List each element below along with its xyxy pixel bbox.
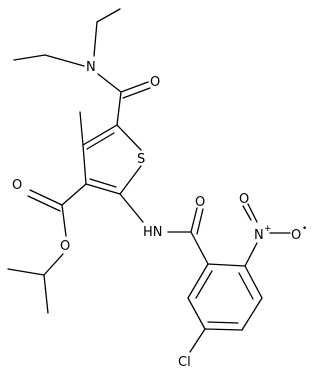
bond <box>207 321 239 324</box>
bond <box>187 263 209 299</box>
bond <box>27 195 61 212</box>
bond <box>247 203 258 223</box>
bond <box>85 183 121 195</box>
bond <box>43 253 64 276</box>
bond <box>116 124 142 151</box>
bond <box>238 272 254 300</box>
bond <box>204 328 243 331</box>
bond <box>116 91 122 126</box>
bond <box>242 205 252 221</box>
bond <box>122 87 151 99</box>
bond <box>189 328 206 353</box>
atom-label: O <box>239 192 249 207</box>
bond <box>89 178 117 188</box>
atom-label: Cl <box>178 355 191 370</box>
bond <box>96 8 121 23</box>
bond <box>7 268 45 276</box>
atom-label: O <box>150 75 160 90</box>
bond <box>61 183 87 206</box>
bond <box>119 165 142 195</box>
atom-label: N <box>86 60 96 75</box>
bond <box>187 297 206 330</box>
atom-label: O <box>60 239 70 254</box>
bond <box>195 270 213 299</box>
bond <box>190 231 209 265</box>
atom-label: HN <box>143 225 163 240</box>
atom-radical: • <box>302 224 307 234</box>
bond <box>82 124 118 146</box>
bond <box>244 265 263 299</box>
bond <box>244 242 258 267</box>
atom-label: O <box>12 178 22 193</box>
bond <box>86 132 115 150</box>
bond <box>190 207 198 233</box>
atom-charge: + <box>264 224 272 234</box>
atom-label: S <box>137 152 145 167</box>
bond <box>79 111 84 146</box>
atom-label: O <box>291 228 301 243</box>
molecule-drawing: N O S O O HN O N + O O • Cl <box>7 8 307 370</box>
atom-label: N <box>254 228 264 243</box>
bond <box>120 81 149 93</box>
bond <box>97 73 122 93</box>
bond <box>82 144 87 185</box>
bond <box>241 297 263 331</box>
structure-canvas: N O S O O HN O N + O O • Cl <box>7 8 308 370</box>
bond <box>29 189 63 206</box>
bond <box>119 193 144 223</box>
bond <box>196 208 204 235</box>
bond <box>44 54 85 67</box>
bond <box>61 204 67 237</box>
atom-label: O <box>195 195 205 210</box>
bond <box>93 21 98 57</box>
bond <box>207 263 246 267</box>
bond <box>43 274 49 314</box>
bond <box>13 54 46 61</box>
